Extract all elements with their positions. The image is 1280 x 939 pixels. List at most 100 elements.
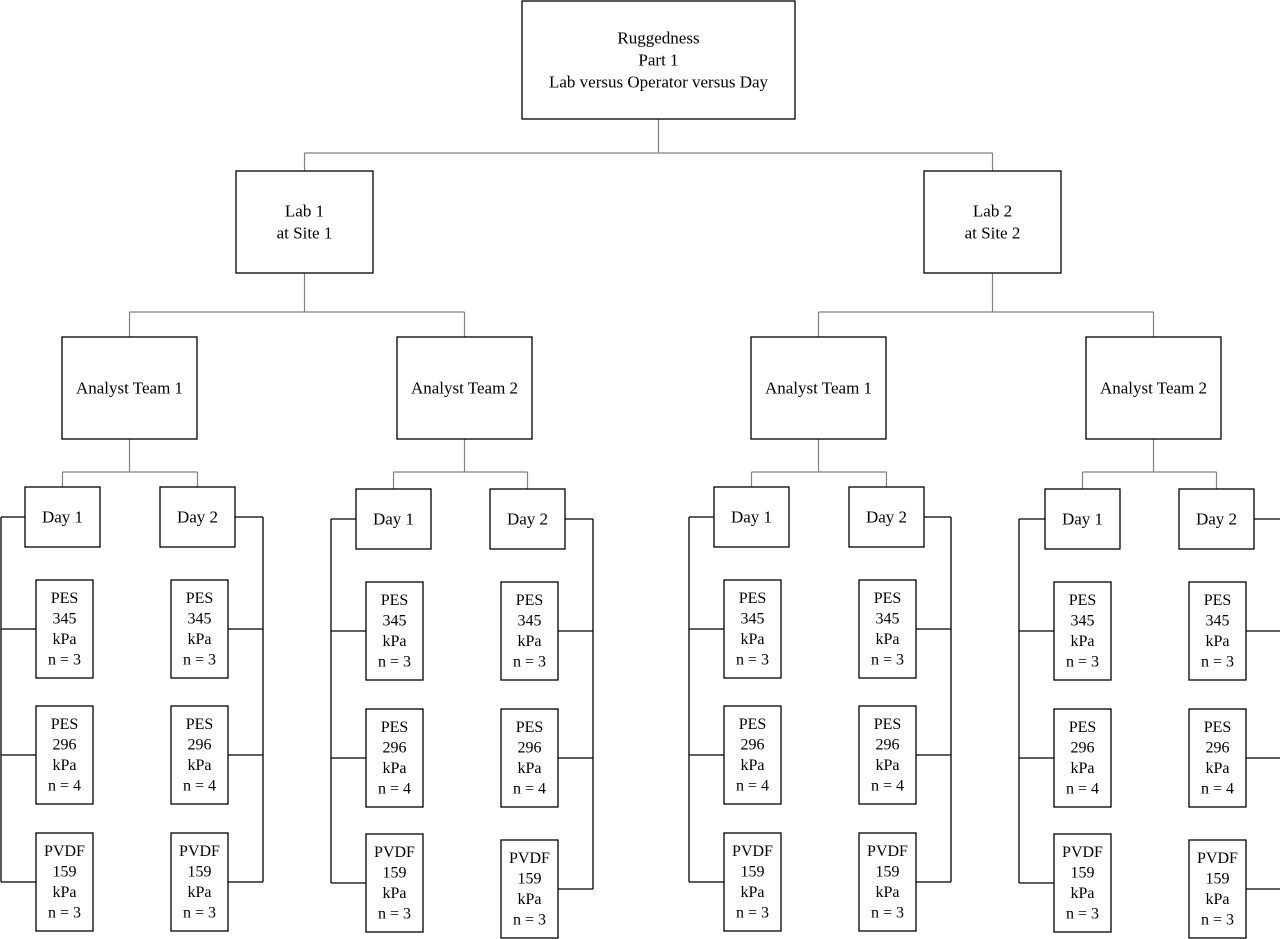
sample-node-text: n = 3 <box>1201 911 1234 928</box>
sample-node-box <box>170 579 229 679</box>
sample-node-box <box>858 832 917 932</box>
day-node-box <box>713 486 790 548</box>
sample-node-text: 345 <box>876 610 900 627</box>
sample-node: PES 296 kPa n = 4 <box>35 705 94 805</box>
sample-node-text: 296 <box>53 736 77 753</box>
sample-node-text: n = 4 <box>48 777 81 794</box>
sample-node-text: kPa <box>741 631 765 648</box>
root-node-box <box>521 0 796 120</box>
day-node-text: Day 1 <box>42 508 83 527</box>
sample-node-text: kPa <box>383 633 407 650</box>
sample-node-text: n = 3 <box>871 904 904 921</box>
day-node: Day 2 <box>159 486 236 548</box>
sample-node-box <box>170 832 229 932</box>
sample-node-box <box>500 839 559 939</box>
sample-node-text: n = 3 <box>183 651 216 668</box>
sample-node-text: kPa <box>53 757 77 774</box>
day-node-box <box>24 486 101 548</box>
sample-node-text: PVDF <box>1062 844 1103 861</box>
lab-node-text: Lab 2 <box>973 202 1012 221</box>
sample-node-text: PES <box>51 716 79 733</box>
sample-node-text: PES <box>874 590 902 607</box>
sample-node-text: 159 <box>188 863 212 880</box>
sample-node-text: n = 3 <box>378 653 411 670</box>
sample-node-text: PES <box>51 590 79 607</box>
sample-node-text: PES <box>186 716 214 733</box>
sample-node-text: 159 <box>383 864 407 881</box>
sample-node-text: 296 <box>188 736 212 753</box>
sample-node-box <box>500 708 559 808</box>
sample-node-text: kPa <box>383 760 407 777</box>
day-node: Day 1 <box>1044 488 1121 550</box>
sample-node-box <box>723 832 782 932</box>
sample-node-text: kPa <box>518 633 542 650</box>
sample-node-text: kPa <box>188 631 212 648</box>
sample-node-text: kPa <box>1071 885 1095 902</box>
sample-node-text: n = 3 <box>378 905 411 922</box>
sample-node-text: PES <box>1069 592 1097 609</box>
sample-node-text: kPa <box>53 631 77 648</box>
sample-node-text: n = 4 <box>1201 780 1234 797</box>
lab-node-box <box>923 170 1062 274</box>
sample-node-text: PES <box>1069 719 1097 736</box>
sample-node-box <box>1188 839 1247 939</box>
sample-node-text: PVDF <box>44 843 85 860</box>
sample-node-text: PES <box>381 592 409 609</box>
sample-node-text: PVDF <box>179 843 220 860</box>
sample-node-text: 296 <box>383 739 407 756</box>
sample-node-text: PVDF <box>509 850 550 867</box>
day-node-text: Day 1 <box>1062 510 1103 529</box>
day-node: Day 1 <box>713 486 790 548</box>
sample-node-text: 345 <box>188 610 212 627</box>
sample-node-box <box>1053 708 1112 808</box>
sample-node-text: n = 3 <box>871 651 904 668</box>
sample-node-text: kPa <box>53 884 77 901</box>
sample-node-text: 296 <box>741 736 765 753</box>
day-node-text: Day 1 <box>373 510 414 529</box>
day-node-box <box>489 488 566 550</box>
sample-node-box <box>170 705 229 805</box>
analyst-team-node-box <box>396 336 533 440</box>
sample-node-text: PVDF <box>732 843 773 860</box>
sample-node-box <box>1188 581 1247 681</box>
analyst-team-node: Analyst Team 2 <box>1085 336 1222 440</box>
sample-node-text: 296 <box>1071 739 1095 756</box>
sample-node-box <box>858 705 917 805</box>
sample-node-box <box>858 579 917 679</box>
sample-node-text: n = 3 <box>48 904 81 921</box>
sample-node-text: PES <box>874 716 902 733</box>
lab-node: Lab 2at Site 2 <box>923 170 1062 274</box>
sample-node-text: 345 <box>741 610 765 627</box>
day-node-box <box>848 486 925 548</box>
analyst-team-node-text: Analyst Team 2 <box>1100 379 1207 398</box>
sample-node-text: n = 4 <box>513 780 546 797</box>
sample-node-text: 345 <box>1071 612 1095 629</box>
day-node: Day 2 <box>1178 488 1255 550</box>
sample-node-text: kPa <box>876 757 900 774</box>
analyst-team-node-box <box>61 336 198 440</box>
sample-node-box <box>365 581 424 681</box>
analyst-team-node-text: Analyst Team 2 <box>411 379 518 398</box>
sample-node-text: PVDF <box>867 843 908 860</box>
sample-node-text: n = 3 <box>183 904 216 921</box>
sample-node-text: n = 4 <box>183 777 216 794</box>
sample-node-text: n = 3 <box>48 651 81 668</box>
analyst-team-node: Analyst Team 1 <box>61 336 198 440</box>
day-node-text: Day 1 <box>731 508 772 527</box>
root-node-text: Part 1 <box>638 51 678 70</box>
